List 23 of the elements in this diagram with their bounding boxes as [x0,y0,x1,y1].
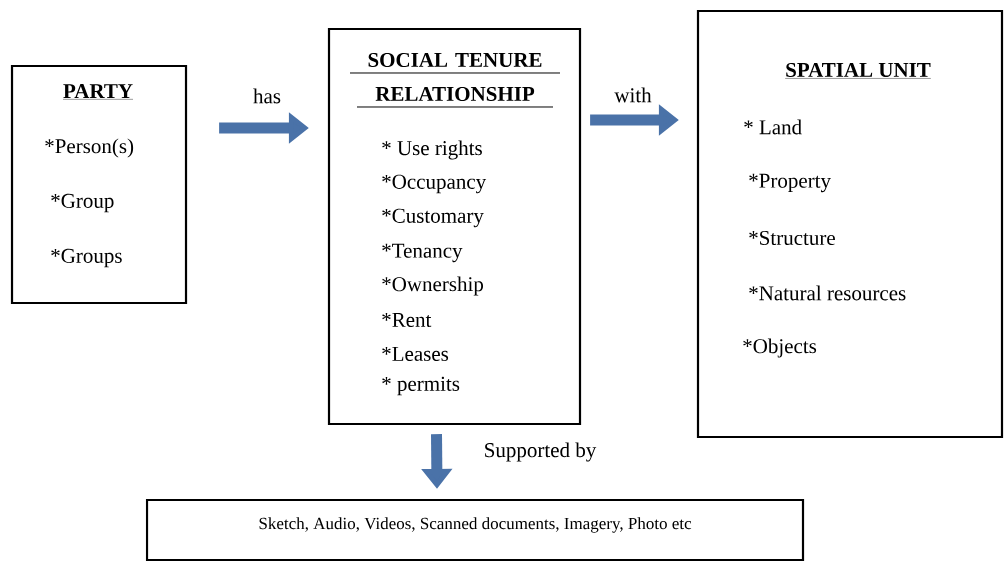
list-item: *Natural resources [749,285,906,301]
list-item: *Objects [743,338,817,358]
box-text: Sketch, Audio, Videos, Scanned documents, Imagery, Photo etc [259,517,692,533]
list-item: * Use rights [382,140,482,160]
list-item: *Ownership [382,276,484,296]
list-item: *Customary [382,208,484,228]
list-item: *Structure [749,230,835,246]
list-item: *Property [749,173,831,193]
list-item: *Occupancy [382,174,487,194]
list-item: *Leases [382,347,449,361]
heading: SPATIAL UNIT [784,62,932,79]
list-item: * Land [744,119,802,135]
list-item: *Groups [51,248,122,268]
heading: PARTY [62,84,134,100]
list-item: * permits [382,376,460,396]
edge-label: Supported by [485,442,597,462]
list-item: *Rent [382,313,432,327]
list-item: *Tenancy [382,243,463,263]
edge-label: has [253,88,281,104]
list-item: *Group [51,193,114,213]
heading: SOCIAL TENURE RELATIONSHIP [368,52,542,102]
list-item: *Person(s) [45,138,134,158]
edge-label: with [614,87,652,103]
